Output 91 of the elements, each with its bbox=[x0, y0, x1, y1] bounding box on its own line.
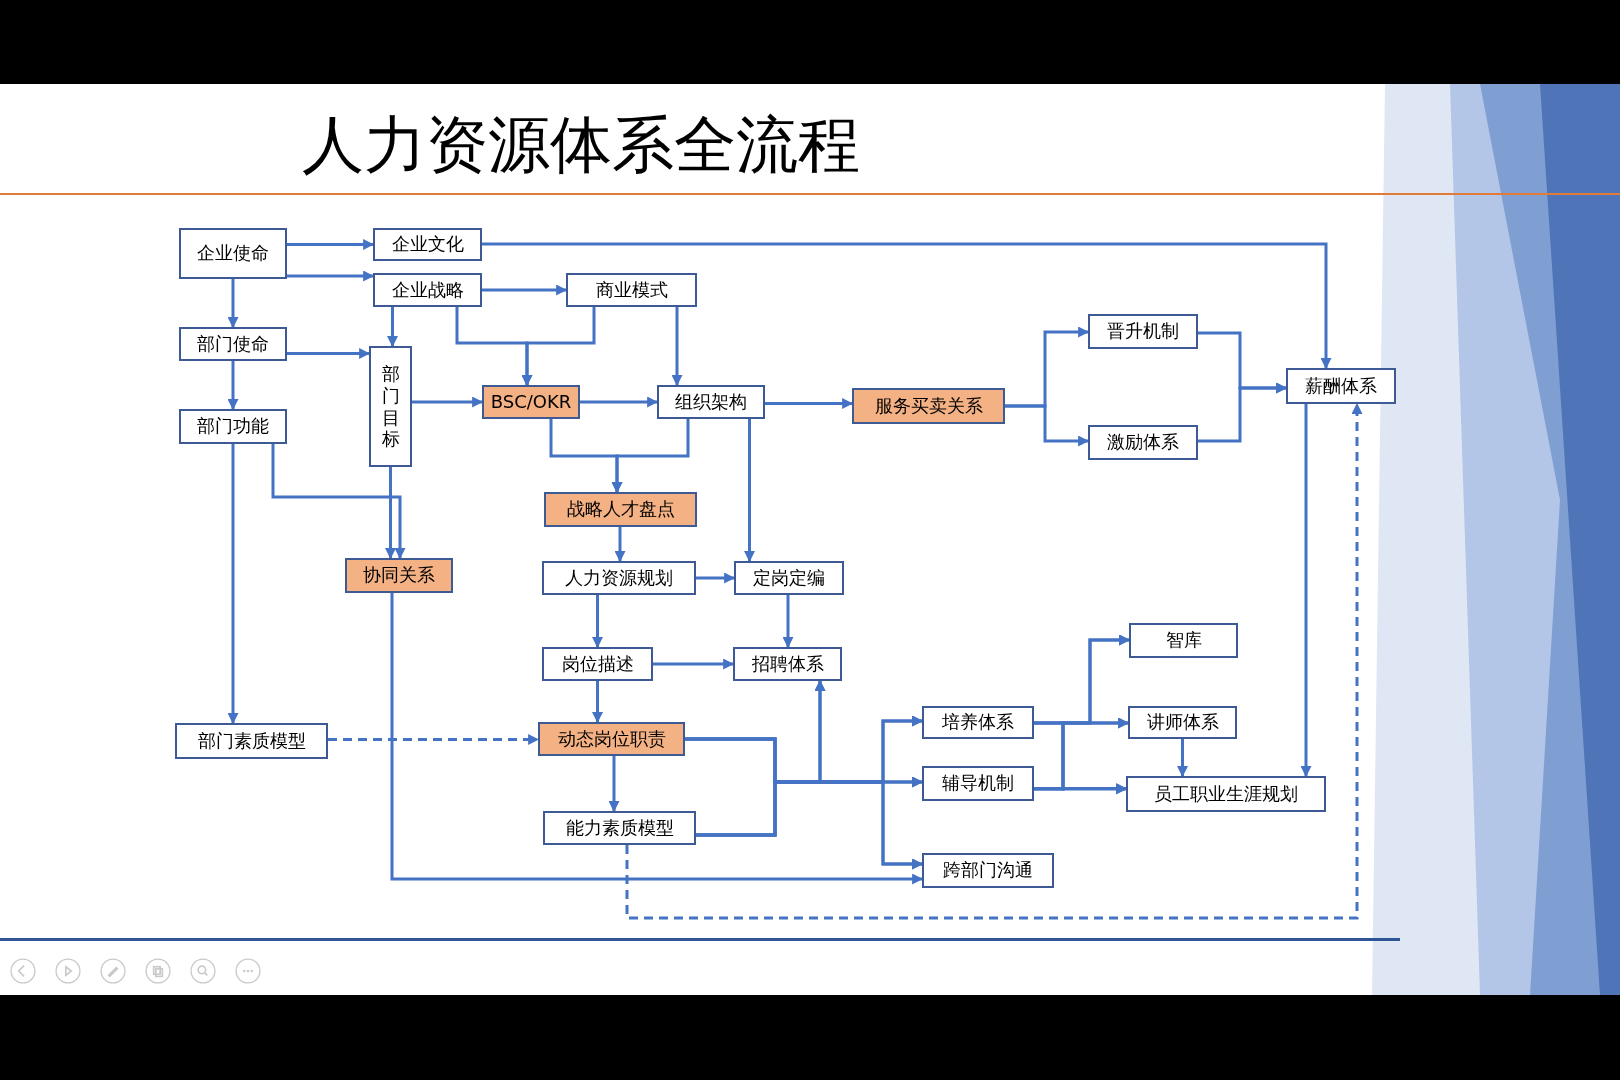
arrow bbox=[744, 419, 755, 563]
process-box bbox=[369, 346, 412, 467]
arrow bbox=[385, 467, 396, 560]
node-label: BSC/OKR bbox=[490, 390, 572, 414]
process-box bbox=[542, 647, 653, 681]
node-label: 培养体系 bbox=[942, 711, 1014, 734]
node-label: 协同关系 bbox=[363, 564, 435, 587]
arrow bbox=[412, 396, 484, 408]
arrow bbox=[614, 527, 626, 563]
node-label: 激励体系 bbox=[1107, 431, 1179, 454]
highlighted-process-box bbox=[538, 722, 685, 756]
arrow bbox=[287, 348, 371, 359]
arrow bbox=[227, 361, 239, 411]
node-label: 跨部门沟通 bbox=[943, 859, 1033, 882]
arrow bbox=[227, 279, 239, 329]
highlighted-process-box bbox=[852, 388, 1005, 424]
node-label: 组织架构 bbox=[675, 390, 747, 414]
node-label: 岗位描述 bbox=[561, 652, 634, 676]
arrow bbox=[1300, 404, 1312, 778]
arrow bbox=[580, 396, 659, 408]
arrow bbox=[696, 780, 924, 870]
dashed-arrow bbox=[328, 734, 540, 745]
node-label: 部门使命 bbox=[197, 332, 269, 356]
highlighted-process-box bbox=[345, 558, 453, 593]
arrow bbox=[765, 398, 854, 409]
node-label: 动态岗位职责 bbox=[557, 727, 666, 751]
process-box bbox=[1129, 623, 1238, 658]
process-box bbox=[1126, 776, 1326, 812]
node-label: 人力资源规划 bbox=[565, 566, 673, 590]
process-box bbox=[1088, 314, 1198, 349]
arrow bbox=[1198, 382, 1288, 443]
process-box bbox=[179, 228, 287, 279]
arrow bbox=[287, 239, 375, 250]
arrow bbox=[521, 307, 596, 387]
arrow bbox=[611, 419, 690, 494]
process-box bbox=[373, 228, 482, 261]
node-label: 商业模式 bbox=[595, 278, 668, 302]
node-label: 部门素质模型 bbox=[197, 729, 306, 753]
arrow bbox=[387, 307, 398, 348]
node-label: 定岗定编 bbox=[753, 566, 825, 590]
arrow bbox=[592, 681, 603, 724]
process-box bbox=[566, 273, 697, 307]
node-label: 晋升机制 bbox=[1107, 320, 1179, 343]
process-box bbox=[657, 385, 765, 419]
process-box bbox=[1128, 706, 1237, 739]
arrow bbox=[608, 756, 620, 813]
process-box bbox=[922, 766, 1034, 801]
node-label: 企业文化 bbox=[391, 233, 464, 256]
process-box bbox=[373, 273, 482, 307]
node-label: 薪酬体系 bbox=[1305, 374, 1377, 398]
process-box bbox=[734, 561, 844, 595]
process-box bbox=[543, 811, 696, 845]
arrow bbox=[671, 307, 683, 387]
arrow bbox=[696, 572, 736, 584]
highlighted-process-box bbox=[482, 385, 580, 419]
node-label: 能力素质模型 bbox=[565, 816, 674, 840]
process-box bbox=[175, 723, 328, 759]
process-box bbox=[922, 706, 1034, 739]
node-label: 辅导机制 bbox=[942, 772, 1014, 795]
node-label: 招聘体系 bbox=[751, 652, 824, 676]
process-box bbox=[179, 327, 287, 361]
arrow bbox=[227, 444, 239, 725]
arrow bbox=[653, 658, 735, 670]
node-label: 企业战略 bbox=[391, 278, 464, 302]
process-box bbox=[1286, 368, 1396, 404]
process-box bbox=[542, 561, 696, 595]
title: 人力资源体系全流程 bbox=[302, 108, 860, 182]
process-box bbox=[922, 853, 1054, 888]
arrow bbox=[390, 593, 924, 885]
arrow bbox=[1005, 404, 1090, 447]
node-label: 企业使命 bbox=[197, 242, 269, 265]
arrow bbox=[482, 242, 1332, 370]
dashed-arrow bbox=[625, 402, 1363, 920]
arrow bbox=[287, 270, 375, 282]
highlighted-process-box bbox=[544, 492, 697, 527]
arrow bbox=[271, 444, 406, 560]
arrow bbox=[1034, 783, 1128, 794]
node-label: 战略人才盘点 bbox=[566, 498, 675, 521]
node-label: 员工职业生涯规划 bbox=[1154, 782, 1298, 806]
process-box bbox=[179, 409, 287, 444]
process-box bbox=[733, 647, 842, 681]
node-label: 部门目标 bbox=[381, 363, 400, 450]
arrow bbox=[592, 595, 603, 649]
process-box bbox=[1088, 425, 1198, 460]
node-label: 讲师体系 bbox=[1146, 711, 1219, 734]
node-label: 部门功能 bbox=[197, 415, 269, 438]
arrow bbox=[482, 284, 568, 296]
arrow bbox=[1177, 739, 1188, 778]
arrow bbox=[782, 595, 794, 649]
node-label: 服务买卖关系 bbox=[874, 394, 983, 418]
node-label: 智库 bbox=[1165, 629, 1202, 652]
